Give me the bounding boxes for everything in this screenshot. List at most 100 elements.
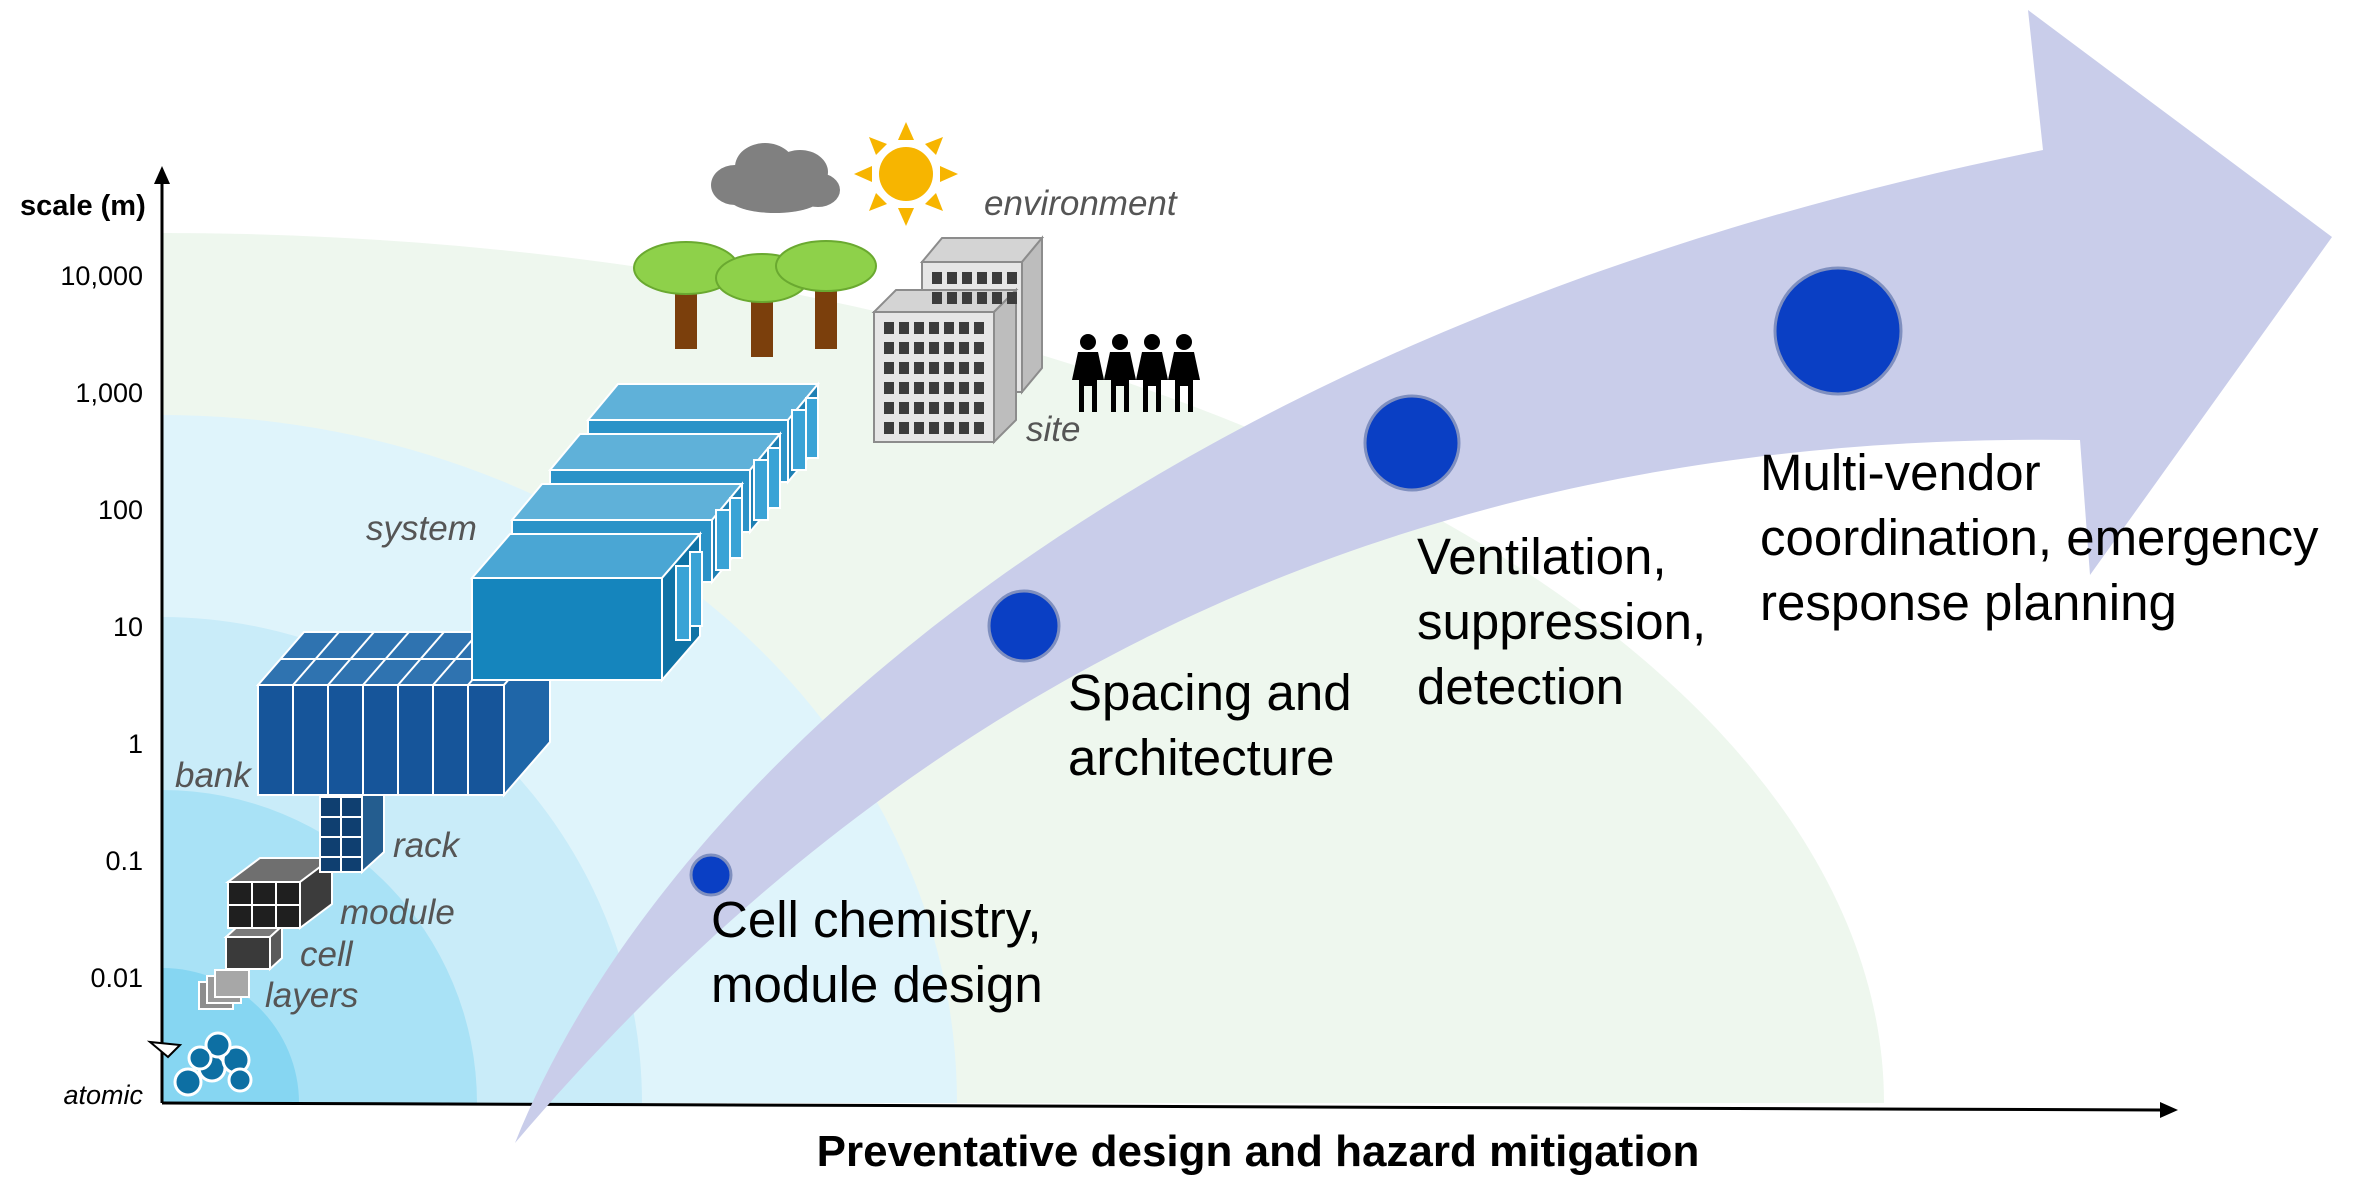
- person-icon: [1168, 334, 1200, 412]
- y-tick-label: atomic: [63, 1080, 143, 1110]
- window: [944, 422, 954, 434]
- tree-icon: [633, 241, 739, 349]
- stage-label-line: detection: [1417, 658, 1624, 715]
- window: [884, 322, 894, 334]
- x-axis-line: [161, 1101, 2163, 1112]
- window: [1007, 272, 1017, 284]
- window: [977, 272, 987, 284]
- stage-dot-coordination: [1773, 266, 1903, 396]
- stage-label-spacing: Spacing and architecture: [1068, 664, 1366, 786]
- scale-label-layers: layers: [265, 976, 358, 1015]
- system-containers: [469, 381, 821, 683]
- window: [959, 382, 969, 394]
- x-axis-title: Preventative design and hazard mitigatio…: [817, 1127, 1700, 1176]
- axis-break-mark: [146, 1040, 183, 1059]
- stage-label-line: module design: [711, 956, 1043, 1013]
- window: [944, 322, 954, 334]
- molecule-icon: [173, 1031, 253, 1097]
- window: [914, 322, 924, 334]
- window: [884, 422, 894, 434]
- window: [944, 402, 954, 414]
- window: [977, 292, 987, 304]
- y-tick-label: 0.1: [105, 846, 143, 876]
- window: [947, 272, 957, 284]
- window: [947, 292, 957, 304]
- cell-icon: [223, 923, 285, 972]
- people-icon: [1072, 334, 1200, 412]
- window: [932, 292, 942, 304]
- scale-label-module: module: [340, 893, 455, 932]
- scale-label-rack: rack: [393, 826, 461, 865]
- window: [1007, 292, 1017, 304]
- scale-label-environment: environment: [984, 184, 1178, 223]
- y-tick-label: 10,000: [60, 261, 143, 291]
- module-icon: [225, 856, 335, 930]
- trees: [633, 240, 877, 357]
- window: [929, 382, 939, 394]
- y-tick-label: 100: [98, 495, 143, 525]
- window: [962, 272, 972, 284]
- window: [944, 362, 954, 374]
- window: [944, 342, 954, 354]
- window: [914, 362, 924, 374]
- window: [974, 422, 984, 434]
- window: [914, 422, 924, 434]
- stage-label-line: response planning: [1760, 574, 2177, 631]
- scale-label-bank: bank: [175, 756, 252, 795]
- window: [929, 362, 939, 374]
- y-tick-label: 1,000: [75, 378, 143, 408]
- stage-label-line: Multi-vendor: [1760, 444, 2041, 501]
- stage-label-line: coordination, emergency: [1760, 509, 2319, 566]
- stage-label-line: Cell chemistry,: [711, 891, 1042, 948]
- window: [929, 402, 939, 414]
- window: [884, 362, 894, 374]
- y-axis-ticks: 10,000 1,000 100 10 1 0.1 0.01 atomic: [60, 261, 143, 1110]
- y-axis-title: scale (m): [20, 190, 146, 222]
- window: [914, 382, 924, 394]
- window: [899, 322, 909, 334]
- stage-label-line: architecture: [1068, 729, 1334, 786]
- window: [899, 422, 909, 434]
- window: [899, 362, 909, 374]
- axes: [146, 166, 2178, 1118]
- window: [932, 272, 942, 284]
- container-icon: [469, 531, 703, 683]
- stage-label-line: suppression,: [1417, 593, 1706, 650]
- window: [974, 382, 984, 394]
- scale-label-cell: cell: [300, 935, 354, 974]
- window: [899, 382, 909, 394]
- window: [992, 292, 1002, 304]
- layers-icon: [198, 969, 250, 1010]
- stage-label-cell-chemistry: Cell chemistry, module design: [711, 891, 1056, 1013]
- stage-label-coordination: Multi-vendor coordination, emergency res…: [1760, 444, 2333, 631]
- window: [974, 322, 984, 334]
- person-icon: [1104, 334, 1136, 412]
- window: [962, 292, 972, 304]
- window: [899, 402, 909, 414]
- scale-label-system: system: [366, 509, 477, 548]
- window: [959, 402, 969, 414]
- window: [974, 342, 984, 354]
- window: [959, 342, 969, 354]
- person-icon: [1136, 334, 1168, 412]
- stage-dots: [689, 266, 1903, 897]
- window: [884, 402, 894, 414]
- scale-labels: layers cell module rack bank system site…: [175, 184, 1178, 1015]
- x-axis-arrowhead: [2160, 1102, 2178, 1118]
- y-axis-arrowhead: [154, 166, 170, 184]
- stage-dot-ventilation: [1363, 394, 1461, 492]
- stage-label-line: Spacing and: [1068, 664, 1352, 721]
- window: [899, 342, 909, 354]
- stage-label-line: Ventilation,: [1417, 528, 1667, 585]
- window: [974, 402, 984, 414]
- window: [914, 402, 924, 414]
- y-tick-label: 10: [113, 612, 143, 642]
- cloud-icon: [711, 143, 840, 213]
- window: [974, 362, 984, 374]
- person-icon: [1072, 334, 1104, 412]
- stage-label-ventilation: Ventilation, suppression, detection: [1417, 528, 1720, 715]
- stage-dot-cell-chemistry: [689, 853, 733, 897]
- window: [944, 382, 954, 394]
- window: [992, 272, 1002, 284]
